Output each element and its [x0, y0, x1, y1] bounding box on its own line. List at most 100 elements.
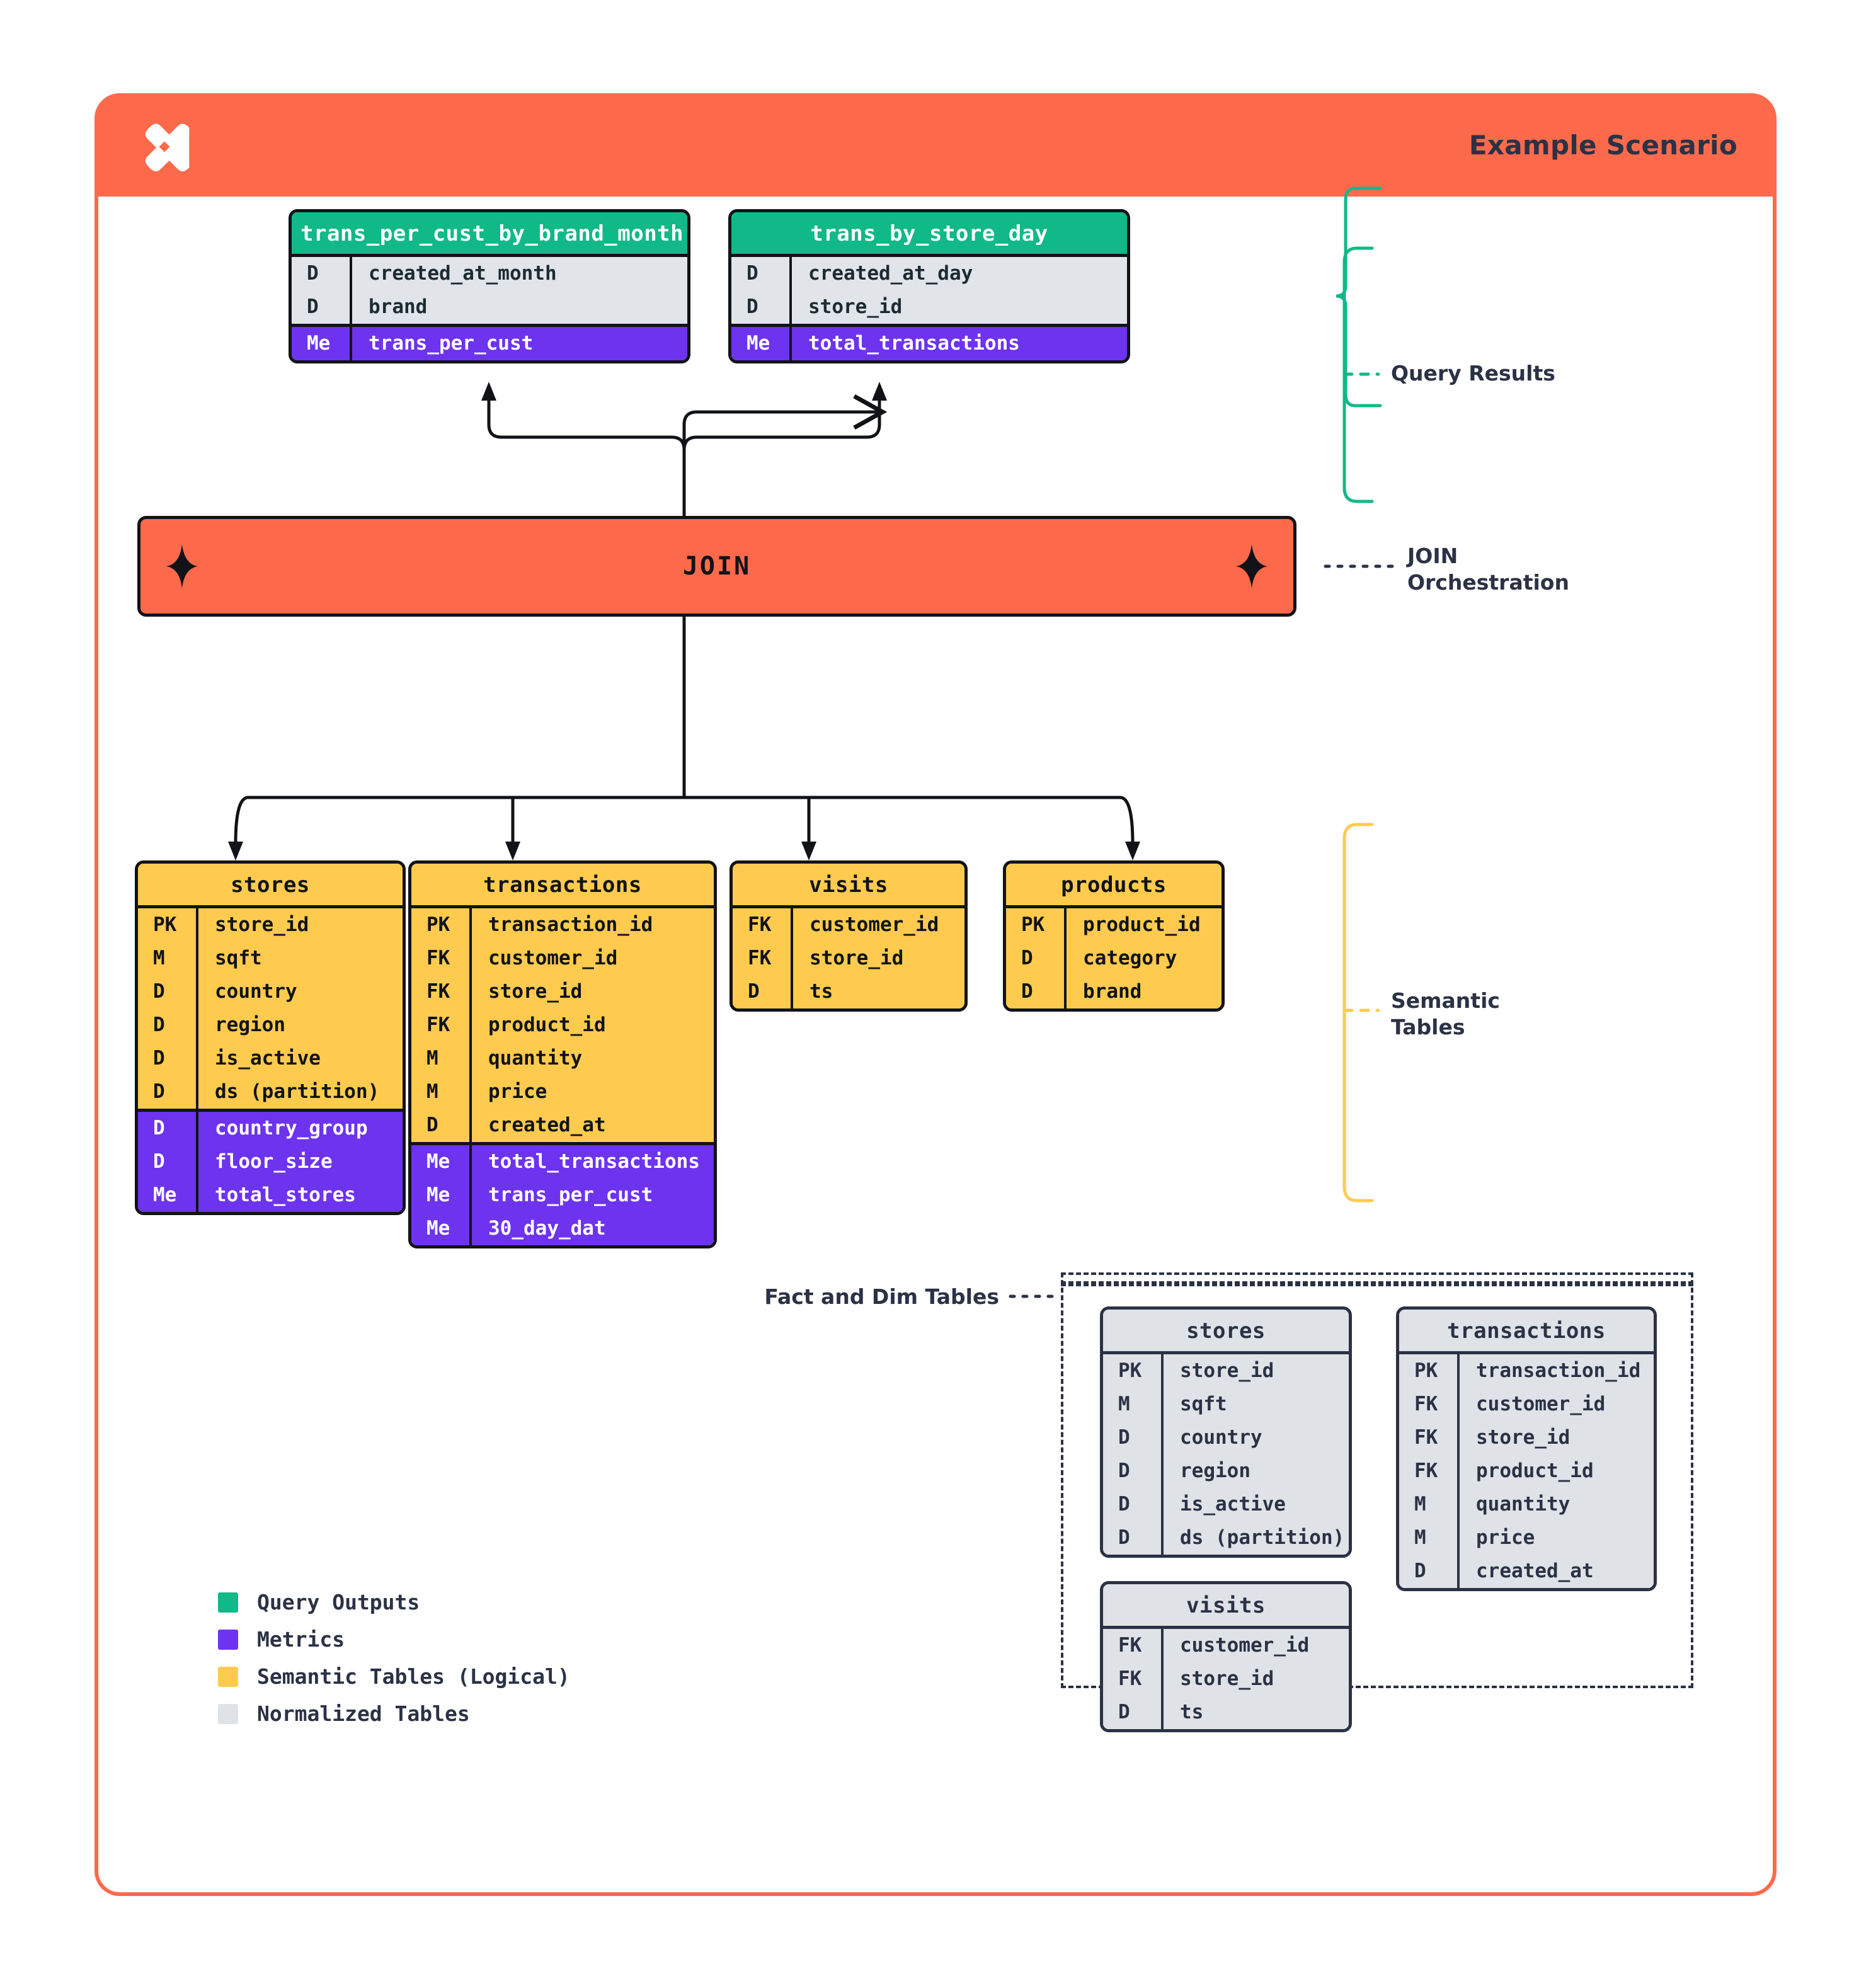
- legend-item-query-outputs: Query Outputs: [218, 1590, 570, 1614]
- row-value: ts: [1161, 1696, 1349, 1729]
- table-row: D brand: [292, 290, 687, 324]
- table-row: D created_at_day: [731, 257, 1127, 290]
- row-key: D: [426, 1114, 438, 1136]
- legend: Query Outputs Metrics Semantic Tables (L…: [218, 1590, 570, 1739]
- row-value: customer_id: [1457, 1388, 1654, 1421]
- table-title: visits: [1103, 1584, 1349, 1626]
- legend-label: Query Outputs: [257, 1590, 420, 1614]
- row-value: product_id: [1064, 908, 1222, 942]
- row-key: Me: [426, 1217, 450, 1240]
- row-key: M: [153, 947, 165, 969]
- row-value: is_active: [196, 1042, 403, 1075]
- table-title: transactions: [411, 864, 714, 905]
- table-row: Me total_transactions: [731, 327, 1127, 360]
- row-key: D: [748, 980, 760, 1003]
- row-value: store_id: [791, 942, 964, 975]
- table-title: products: [1006, 864, 1222, 905]
- row-value: category: [1064, 942, 1222, 975]
- table-row: Me trans_per_cust: [292, 327, 687, 360]
- row-key: FK: [1414, 1393, 1438, 1415]
- row-value: customer_id: [791, 908, 964, 942]
- row-value: ts: [791, 975, 964, 1008]
- row-key: D: [307, 295, 319, 318]
- row-key: PK: [1414, 1359, 1438, 1382]
- row-value: quantity: [1457, 1488, 1654, 1521]
- legend-label: Semantic Tables (Logical): [257, 1664, 570, 1689]
- legend-swatch: [218, 1629, 238, 1650]
- row-value: product_id: [1457, 1454, 1654, 1488]
- row-key: D: [153, 1014, 165, 1036]
- legend-item-metrics: Metrics: [218, 1627, 570, 1652]
- row-key: Me: [153, 1184, 177, 1206]
- row-value: customer_id: [469, 942, 714, 975]
- row-value: customer_id: [1161, 1629, 1349, 1662]
- row-key: FK: [1118, 1634, 1142, 1657]
- row-value: ds (partition): [196, 1075, 403, 1109]
- row-value: created_at: [1457, 1555, 1654, 1588]
- row-key: FK: [1118, 1667, 1142, 1690]
- table-row: D store_id: [731, 290, 1127, 324]
- row-key: M: [1414, 1526, 1426, 1549]
- row-value: total_stores: [196, 1179, 403, 1212]
- row-value: created_at: [469, 1109, 714, 1142]
- row-value: region: [196, 1008, 403, 1042]
- page-title: Example Scenario: [1468, 130, 1737, 161]
- query-result-table-trans-per-cust[interactable]: trans_per_cust_by_brand_month D created_…: [289, 209, 690, 363]
- table-row: FK customer_id: [1399, 1388, 1654, 1421]
- row-value: sqft: [1161, 1388, 1349, 1421]
- row-value: transaction_id: [1457, 1354, 1654, 1388]
- row-key: D: [1118, 1426, 1130, 1449]
- row-key: D: [153, 1150, 165, 1173]
- row-key: D: [1118, 1526, 1130, 1549]
- legend-label: Metrics: [257, 1627, 345, 1652]
- row-value: product_id: [469, 1008, 714, 1042]
- row-value: sqft: [196, 942, 403, 975]
- table-row: FK customer_id: [733, 908, 964, 942]
- row-key: M: [426, 1047, 438, 1070]
- sparkle-icon: [166, 544, 198, 588]
- table-row: FK customer_id: [1103, 1629, 1349, 1662]
- row-key: D: [747, 295, 758, 318]
- query-result-table-trans-by-store-day[interactable]: trans_by_store_day D created_at_day D st…: [728, 209, 1130, 363]
- annotation-semantic-line2: Tables: [1391, 1015, 1465, 1040]
- row-value: trans_per_cust: [350, 327, 687, 360]
- annotation-join-orchestration: JOIN Orchestration: [1407, 543, 1569, 596]
- table-row: PK transaction_id: [1399, 1354, 1654, 1388]
- table-row: Me total_stores: [138, 1179, 403, 1212]
- annotation-semantic-line1: Semantic: [1391, 988, 1500, 1013]
- row-key: Me: [747, 332, 770, 355]
- row-value: floor_size: [196, 1145, 403, 1179]
- sparkle-icon: [1236, 544, 1267, 588]
- row-key: PK: [153, 913, 177, 936]
- row-key: FK: [426, 1014, 450, 1036]
- join-orchestration-bar[interactable]: JOIN: [137, 516, 1296, 617]
- row-key: D: [1118, 1460, 1130, 1482]
- table-title: trans_per_cust_by_brand_month: [292, 212, 687, 254]
- row-key: FK: [748, 913, 772, 936]
- row-key: D: [153, 980, 165, 1003]
- row-key: M: [1118, 1393, 1130, 1415]
- table-row: D created_at_month: [292, 257, 687, 290]
- table-title: trans_by_store_day: [731, 212, 1127, 254]
- row-value: price: [1457, 1521, 1654, 1555]
